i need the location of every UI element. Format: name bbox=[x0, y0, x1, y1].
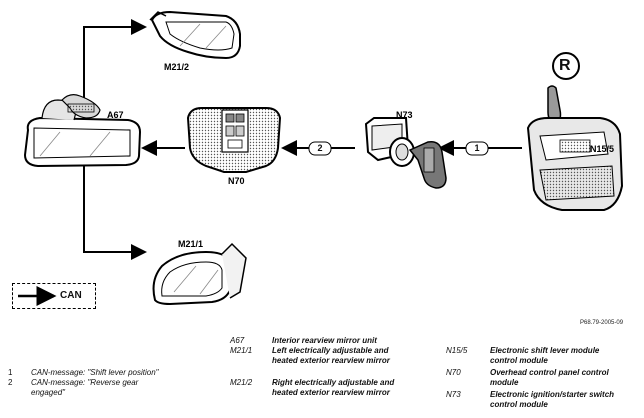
message-1-number: 1 bbox=[474, 143, 480, 153]
label-n73: N73 bbox=[396, 110, 413, 120]
legend-message-2-text: CAN-message: "Reverse gear bbox=[31, 378, 139, 387]
legend-code-m21-1: M21/1 bbox=[230, 346, 253, 355]
legend-desc-m21-2-line1: Right electrically adjustable and bbox=[272, 378, 395, 387]
legend-message-1-number: 1 bbox=[8, 368, 13, 377]
legend-desc-n73-line2: control module bbox=[490, 400, 548, 409]
exterior-mirror-m21-1 bbox=[152, 242, 247, 306]
can-legend-box bbox=[12, 283, 96, 309]
message-2-number: 2 bbox=[317, 143, 323, 153]
line-to-m21-2 bbox=[83, 19, 147, 102]
message-1-badge bbox=[465, 141, 489, 156]
legend-code-n70: N70 bbox=[446, 368, 461, 377]
connection-lines bbox=[83, 19, 522, 260]
shift-module-n15-5 bbox=[526, 52, 624, 211]
label-m21-2: M21/2 bbox=[164, 62, 190, 72]
overhead-panel-n70 bbox=[186, 107, 282, 173]
legend-desc-n15-5-line2: control module bbox=[490, 356, 548, 365]
exterior-mirror-m21-2 bbox=[149, 10, 241, 60]
label-a67: A67 bbox=[107, 110, 124, 120]
label-n70: N70 bbox=[228, 176, 245, 186]
legend-message-2-text-cont: engaged" bbox=[31, 388, 65, 397]
legend-message-2-number: 2 bbox=[8, 378, 13, 387]
legend-desc-n73-line1: Electronic ignition/starter switch bbox=[490, 390, 615, 399]
can-legend-label: CAN bbox=[60, 290, 82, 301]
legend-code-a67: A67 bbox=[230, 336, 245, 345]
label-n15-5: N15/5 bbox=[590, 144, 615, 154]
legend-message-1-text: CAN-message: "Shift lever position" bbox=[31, 368, 159, 377]
legend-code-n15-5: N15/5 bbox=[446, 346, 468, 355]
ignition-switch-n73 bbox=[364, 117, 447, 189]
legend-desc-n15-5-line1: Electronic shift lever module bbox=[490, 346, 600, 355]
legend-desc-a67: Interior rearview mirror unit bbox=[272, 336, 377, 345]
legend-desc-n70-line2: module bbox=[490, 378, 519, 387]
legend-desc-m21-2-line2: heated exterior rearview mirror bbox=[272, 388, 390, 397]
interior-mirror-a67 bbox=[23, 94, 142, 168]
legend-desc-m21-1-line1: Left electrically adjustable and bbox=[272, 346, 389, 355]
legend-desc-m21-1-line2: heated exterior rearview mirror bbox=[272, 356, 390, 365]
reverse-gear-symbol: R bbox=[559, 57, 571, 74]
legend-desc-n70-line1: Overhead control panel control bbox=[490, 368, 609, 377]
line-to-m21-1 bbox=[83, 165, 147, 260]
legend-code-n73: N73 bbox=[446, 390, 461, 399]
figure-reference: P68.79-2005-09 bbox=[580, 320, 624, 326]
label-m21-1: M21/1 bbox=[178, 239, 204, 249]
message-2-badge bbox=[308, 141, 332, 156]
legend-code-m21-2: M21/2 bbox=[230, 378, 253, 387]
